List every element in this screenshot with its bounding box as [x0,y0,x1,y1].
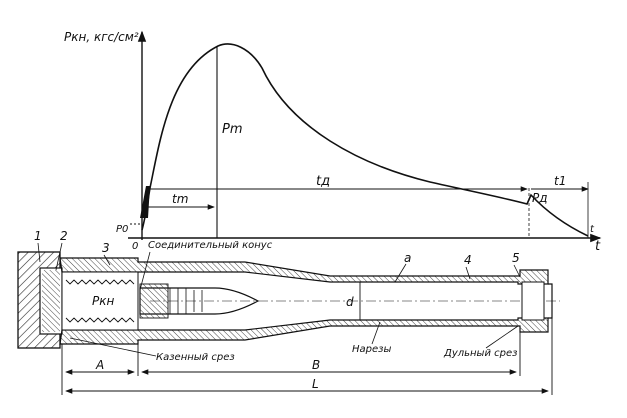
part-number-3: 3 [102,241,110,255]
breech-nut-fill [42,270,60,332]
powder-charge [65,279,135,323]
origin-label: 0 [132,241,138,252]
part-number-2: 2 [60,229,68,243]
y-axis-label: Pкн, кгс/см² [64,30,139,44]
muzzle-cut-label: Дульный срез [443,348,517,359]
td-label: tд [316,174,330,189]
dim-b-label: B [312,358,320,372]
part-number-1: 1 [34,229,42,243]
tm-label: tm [172,192,188,206]
barrel-upper-wall [59,257,549,285]
barrel-labels: Соединительный конус а Казенный срез Нар… [69,240,519,363]
part-number-5: 5 [512,251,520,265]
dim-a-label: A [95,358,104,372]
t-end-label: t [590,224,595,235]
p0-label: P0 [116,224,128,235]
engraving-wedge [140,186,150,218]
muzzle-ring [521,281,545,321]
connecting-cone-label: Соединительный конус [148,240,273,251]
pressure-time-graph: Pкн, кгс/см² t 0 Pm tm tд t1 Pд t P0 [64,30,602,254]
rifling-label: Нарезы [352,344,391,355]
length-dimensions: A B L [65,358,549,394]
caliber-label: d [346,295,354,309]
pressure-curve [141,43,589,237]
barrel-section: Pкн d [17,251,560,395]
rifling-letter: а [404,251,411,265]
part-numbers: 1 2 3 4 5 [34,229,521,280]
dim-l-label: L [312,377,319,391]
pd-label: Pд [532,191,548,205]
breech-cut-label: Казенный срез [156,352,235,363]
x-axis-label: t [595,239,601,254]
pm-label: Pm [222,122,243,137]
barrel-lower-wall [59,317,549,345]
chamber-pressure-label: Pкн [92,294,114,308]
part-number-4: 4 [464,253,472,267]
t1-label: t1 [554,174,566,188]
muzzle-cap [548,283,553,319]
